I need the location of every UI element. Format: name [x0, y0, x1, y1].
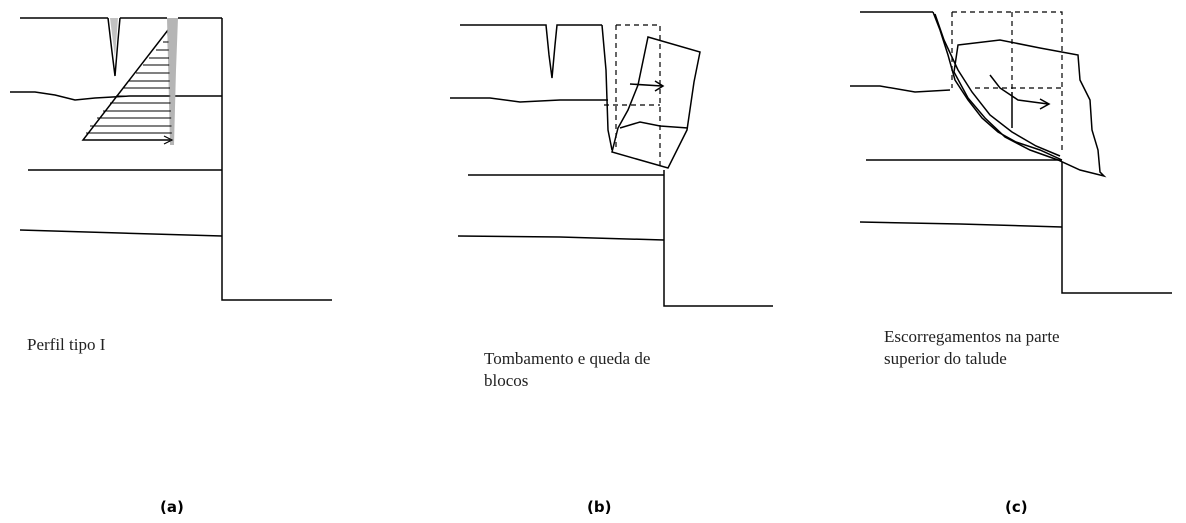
panel-a-tension-crack-left — [107, 17, 121, 77]
panel-c-label: (c) — [1005, 498, 1028, 516]
panel-c-drawing — [850, 11, 1172, 294]
panel-b-original-position — [604, 24, 661, 170]
panel-b-drawing — [450, 24, 773, 307]
panel-c-arrow — [989, 74, 1049, 105]
panel-b-arrow — [629, 83, 663, 87]
panel-a-drawing — [10, 17, 332, 301]
panel-b-arrow-head — [654, 80, 665, 92]
panel-b-toppling-block — [611, 36, 701, 169]
panel-a-crack-fill-small — [110, 18, 118, 58]
panel-c-arrow-head — [1039, 98, 1051, 110]
panel-b-scarp — [601, 24, 613, 151]
panel-b-slope-face — [663, 170, 773, 307]
panel-c-caption: Escorregamentos na parte superior do tal… — [884, 327, 1060, 368]
panel-a-pressure-triangle — [81, 27, 173, 141]
panel-c-original-position — [951, 11, 1063, 150]
panel-c-failure-surface-2 — [934, 13, 1061, 157]
panel-c-layer-3 — [859, 221, 1063, 228]
panel-a-layer-3 — [19, 229, 223, 237]
panel-c-sliding-mass — [953, 39, 1107, 178]
panel-b-caption: Tombamento e queda de blocos — [484, 349, 651, 390]
panel-a-crack-fill — [167, 18, 178, 145]
panel-b-block-crack — [619, 121, 689, 129]
panel-c-layer-1 — [850, 85, 951, 93]
panel-b-layer-3 — [457, 235, 665, 241]
panel-a-hatching — [86, 41, 172, 134]
panel-c-slope-face — [1061, 162, 1172, 294]
panel-b-ground-surface — [460, 24, 602, 79]
panel-a-arrow-head — [163, 135, 174, 145]
panel-a-caption: Perfil tipo I — [27, 335, 106, 354]
panel-b-label: (b) — [587, 498, 612, 516]
panel-a-label: (a) — [160, 498, 184, 516]
panel-c-failure-surface — [932, 11, 1063, 161]
panel-a-slope-face — [221, 18, 332, 301]
panel-b-layer-1 — [450, 97, 608, 103]
